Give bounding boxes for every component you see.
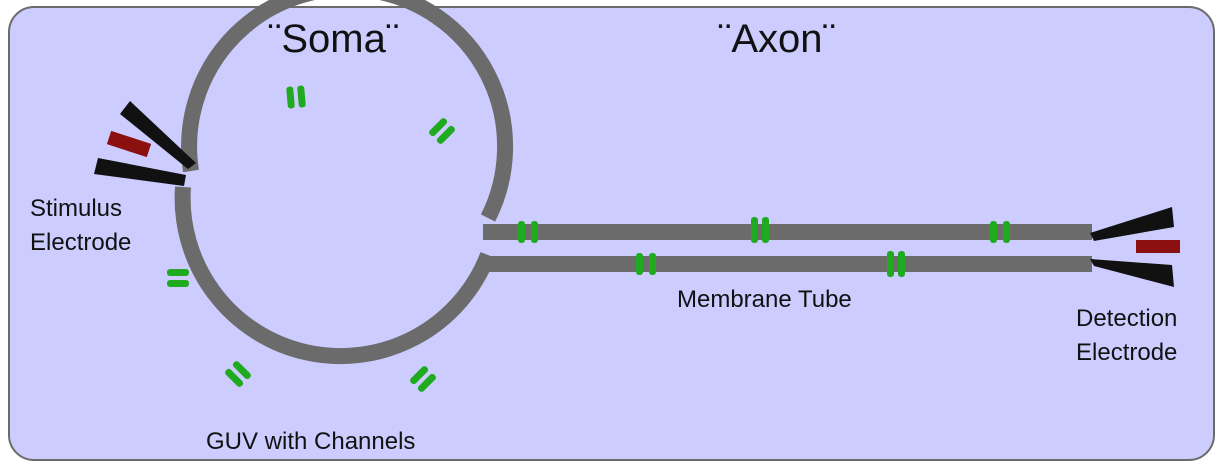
detection-electrode-icon [1090,207,1180,287]
channel-icon [887,251,905,277]
stimulus-electrode-label: Stimulus Electrode [30,192,131,260]
guv-label: GUV with Channels [206,428,416,455]
tube-wall-lower [483,256,1092,272]
detection-electrode-label: Detection Electrode [1076,302,1177,370]
detection-label-line2: Electrode [1076,339,1178,366]
axon-title: ¨Axon¨ [718,17,836,61]
channel-icon [636,253,656,275]
guv-membrane-lower [174,186,496,365]
tube-wall-upper [483,224,1092,240]
channel-icon [410,366,436,392]
guv-membrane [181,0,514,222]
channel-icon [286,85,306,109]
channel-icon [751,217,769,243]
channel-icon [990,221,1010,243]
soma-title: ¨Soma¨ [268,17,400,61]
membrane-tube-label: Membrane Tube [677,286,852,313]
channel-icon [429,118,455,144]
channel-icon [225,361,251,387]
channel-icon [518,221,538,243]
stimulus-label-line1: Stimulus [30,195,123,222]
detection-label-line1: Detection [1076,305,1178,332]
channel-icon [167,269,189,287]
stimulus-label-line2: Electrode [30,229,132,256]
stimulus-electrode-icon [94,101,196,186]
